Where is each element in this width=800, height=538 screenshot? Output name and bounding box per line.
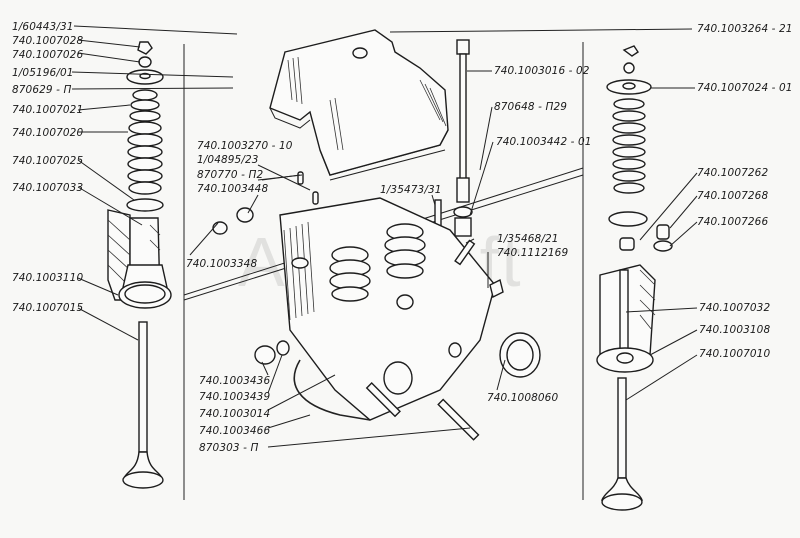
part-label-740-1007015: 740.1007015 xyxy=(12,302,84,314)
part-label-740-1003442-01: 740.1003442 - 01 xyxy=(496,136,592,148)
valve-springs-in-head xyxy=(329,223,426,302)
part-label-740-1007026: 740.1007026 xyxy=(12,49,84,61)
part-label-740-1007262: 740.1007262 xyxy=(697,167,769,179)
gasket xyxy=(293,359,371,421)
part-label-740-1003348: 740.1003348 xyxy=(186,258,258,270)
part-label-870629-p: 870629 - П xyxy=(12,84,72,96)
part-label-740-1003014: 740.1003014 xyxy=(199,408,271,420)
part-label-740-1007021: 740.1007021 xyxy=(12,104,84,116)
bushing xyxy=(499,332,541,378)
part-label-870770-p2: 870770 - П2 xyxy=(197,169,264,181)
part-label-740-1112169: 740.1112169 xyxy=(497,247,569,259)
leader-lines xyxy=(71,25,698,448)
part-label-740-1007266: 740.1007266 xyxy=(697,216,769,228)
part-label-740-1007025: 740.1007025 xyxy=(12,155,84,167)
part-label-740-1003448: 740.1003448 xyxy=(197,183,269,195)
small-parts xyxy=(212,171,504,441)
part-label-1-04895-23: 1/04895/23 xyxy=(197,154,259,166)
part-label-740-1007033: 740.1007033 xyxy=(12,182,84,194)
part-label-740-1007010: 740.1007010 xyxy=(699,348,771,360)
part-label-740-1007268: 740.1007268 xyxy=(697,190,769,202)
part-label-1-35468-21: 1/35468/21 xyxy=(497,233,559,245)
part-label-870303-p: 870303 - П xyxy=(199,442,259,454)
part-label-870648-p29: 870648 - П29 xyxy=(494,101,568,113)
part-label-740-1003108: 740.1003108 xyxy=(699,324,771,336)
part-label-740-1007028: 740.1007028 xyxy=(12,35,84,47)
part-label-740-1008060: 740.1008060 xyxy=(487,392,559,404)
part-label-1-60443-31: 1/60443/31 xyxy=(12,21,74,33)
head-bolt xyxy=(453,39,473,237)
part-label-740-1003264-21: 740.1003264 - 21 xyxy=(697,23,793,35)
valve-cover xyxy=(269,29,449,181)
part-label-740-1003110: 740.1003110 xyxy=(12,272,84,284)
part-label-740-1007020: 740.1007020 xyxy=(12,127,84,139)
part-label-740-1003466: 740.1003466 xyxy=(199,425,271,437)
part-label-740-1007024-01: 740.1007024 - 01 xyxy=(697,82,793,94)
cylinder-head xyxy=(279,197,496,421)
spring-outer-left xyxy=(127,89,163,195)
left-valve xyxy=(122,321,164,489)
right-valve-spring-stack xyxy=(596,45,673,373)
part-label-740-1003016-02: 740.1003016 - 02 xyxy=(494,65,590,77)
part-label-1-05196-01: 1/05196/01 xyxy=(12,67,74,79)
part-label-740-1003270-10: 740.1003270 - 10 xyxy=(197,140,293,152)
right-valve xyxy=(600,377,644,511)
left-valve-spring-stack xyxy=(107,41,172,309)
part-label-740-1003436: 740.1003436 xyxy=(199,375,271,387)
part-label-740-1007032: 740.1007032 xyxy=(699,302,771,314)
part-label-740-1003439: 740.1003439 xyxy=(199,391,271,403)
part-label-1-35473-31: 1/35473/31 xyxy=(380,184,442,196)
